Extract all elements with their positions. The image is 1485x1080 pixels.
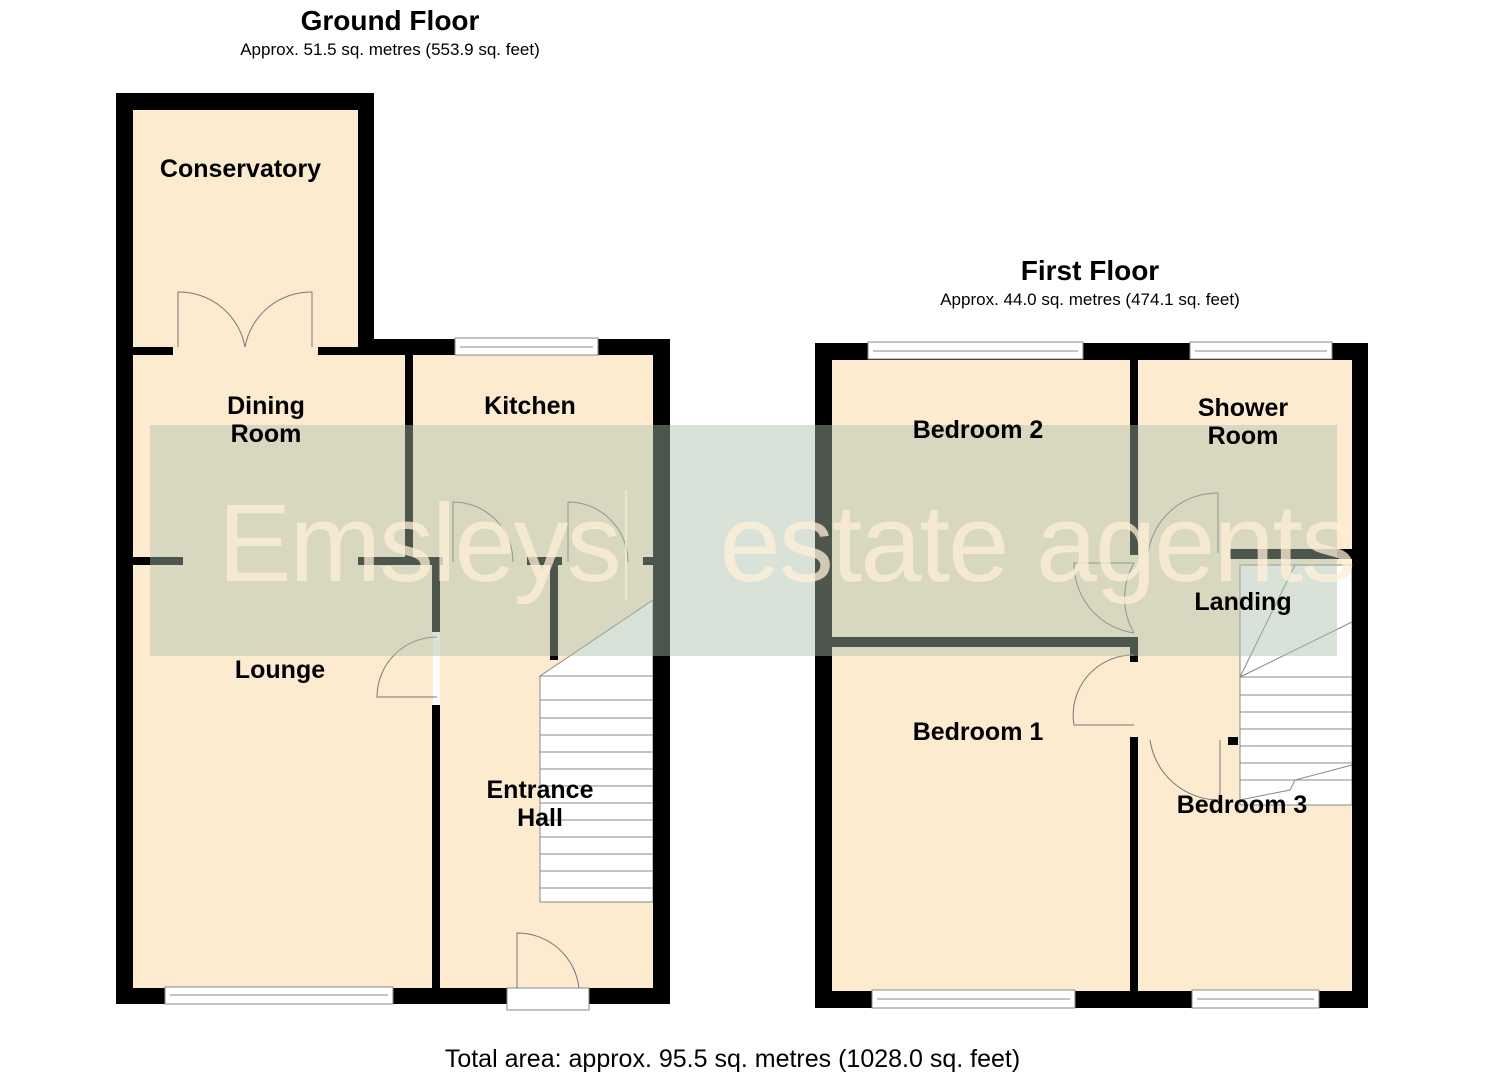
first-floor-area: Approx. 44.0 sq. metres (474.1 sq. feet) <box>940 290 1240 309</box>
first-openings <box>867 341 1333 1009</box>
first-door-swings <box>1072 492 1221 801</box>
room-bedroom-2: Bedroom 2 <box>912 416 1044 444</box>
ground-stairs <box>538 599 654 903</box>
room-conservatory: Conservatory <box>159 155 322 183</box>
ground-floor-title: Ground Floor <box>300 5 480 36</box>
ground-floor-plan <box>133 110 655 990</box>
total-area: Total area: approx. 95.5 sq. metres (102… <box>444 1045 1021 1073</box>
ground-openings <box>164 337 599 1011</box>
room-bedroom-3: Bedroom 3 <box>1176 791 1308 819</box>
room-bedroom-1: Bedroom 1 <box>912 718 1044 746</box>
room-landing: Landing <box>1194 588 1292 616</box>
room-kitchen: Kitchen <box>484 392 576 420</box>
room-lounge: Lounge <box>234 656 326 684</box>
watermark-divider <box>625 490 627 600</box>
watermark-band <box>150 425 1337 656</box>
first-floor-title: First Floor <box>1020 255 1160 286</box>
first-stairs <box>1239 564 1353 806</box>
ground-floor-area: Approx. 51.5 sq. metres (553.9 sq. feet) <box>240 40 540 59</box>
